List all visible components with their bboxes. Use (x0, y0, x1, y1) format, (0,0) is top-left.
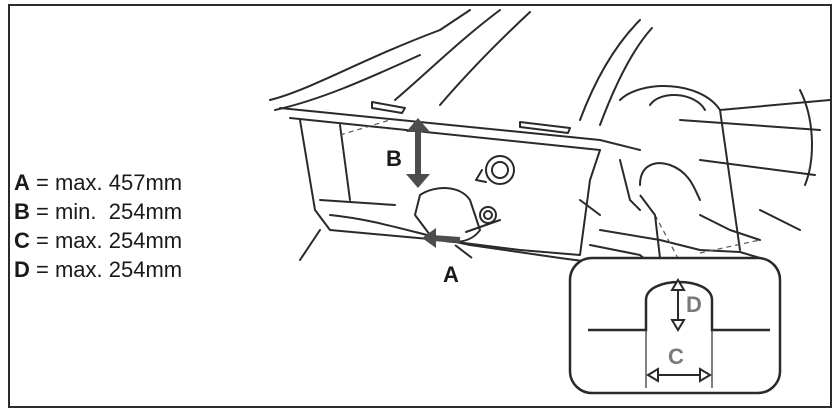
dimension-arrow-a (422, 228, 473, 259)
legend-row-b: B = min. 254mm (14, 199, 183, 224)
roof-line-inner (274, 54, 421, 111)
legend-row-a: A = max. 457mm (14, 170, 183, 195)
dimension-arrow-c (646, 367, 712, 383)
socket-icon (485, 155, 515, 185)
interior-right (619, 85, 741, 251)
label-a: A (443, 262, 459, 287)
dimension-arrow-d (670, 278, 686, 332)
window-pillar-left (394, 9, 501, 101)
dimension-legend: A = max. 457mm B = min. 254mm C = max. 2… (14, 168, 264, 284)
dimension-arrow-b (406, 118, 430, 188)
label-b: B (386, 146, 402, 171)
legend-row-c: C = max. 254mm (14, 228, 183, 253)
window-pillar-right (579, 19, 641, 121)
label-d: D (686, 292, 702, 317)
label-c: C (668, 344, 684, 369)
roof-line (269, 9, 471, 101)
legend-row-d: D = max. 254mm (14, 257, 183, 282)
